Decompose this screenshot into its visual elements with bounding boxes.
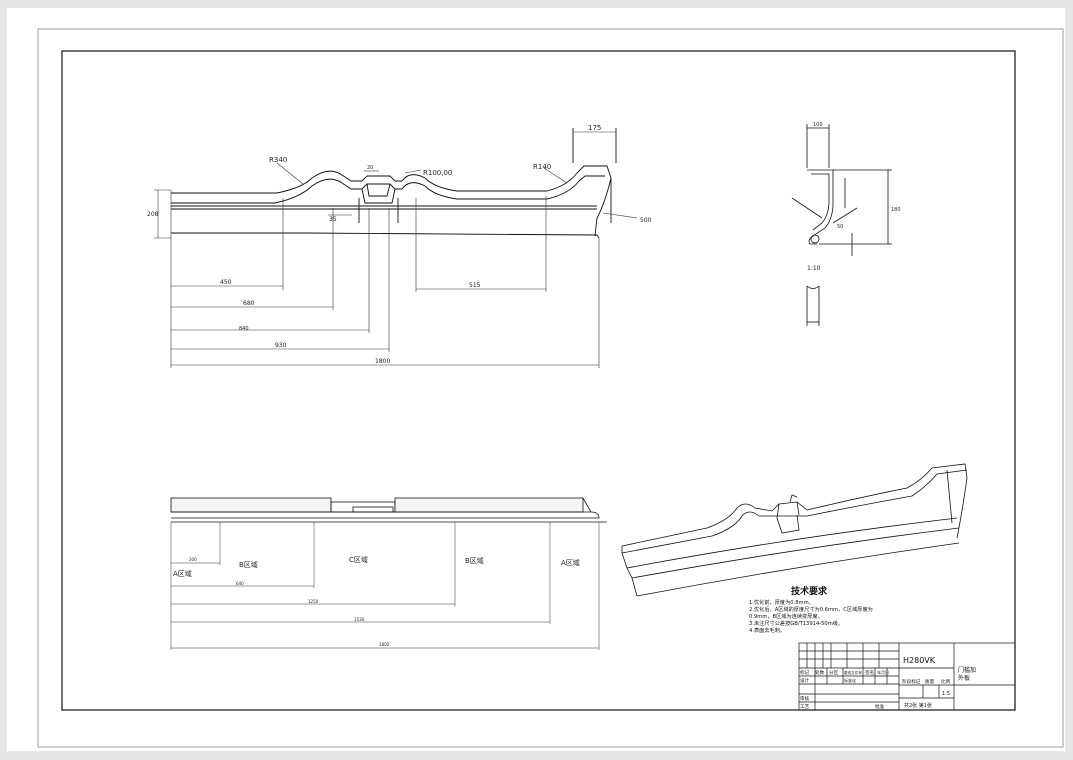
part-name-line-1: 门槛加 — [958, 666, 976, 674]
review-label: 审核 — [800, 695, 810, 702]
dim-840: 840 — [239, 326, 249, 332]
zone-label-c: C区域 — [349, 555, 368, 564]
zone-dim-1: 300 — [189, 557, 197, 562]
drawing-sheet: R340 R100,00 R140 175 208 35 20 500 450 … — [7, 8, 1065, 751]
ratio-label: 比例 — [941, 678, 951, 685]
dim-1800: 1800 — [375, 358, 390, 365]
region-view — [170, 497, 607, 523]
section-dim-small: 50 — [837, 224, 843, 230]
tech-notes-title: 技术要求 — [791, 585, 828, 597]
region-view-dimensions — [170, 522, 600, 650]
side-view-dimensions — [154, 131, 638, 368]
marker-row-6: 年月日 — [877, 669, 889, 675]
stage-label: 阶段标记 — [902, 678, 921, 685]
zone-label-a-right: A区域 — [561, 558, 580, 567]
dim-20: 20 — [367, 165, 373, 171]
marker-row-1: 标记 — [800, 669, 810, 676]
radius-label-r100: R100,00 — [423, 169, 452, 177]
marker-row-5: 签名 — [865, 669, 874, 676]
section-dim-top: 100 — [813, 122, 823, 128]
marker-row-2: 处数 — [815, 669, 825, 676]
tech-note-line-5: 4.表面去毛刺。 — [749, 626, 785, 634]
tech-note-line-2: 2.优化后，A区域的厚度尺寸为0.6mm，C区域厚度为 — [749, 605, 873, 613]
dim-500: 500 — [640, 217, 652, 224]
section-view — [791, 124, 892, 326]
side-view-dimension-labels: R340 R100,00 R140 175 208 35 20 500 450 … — [147, 124, 652, 365]
region-view-labels: A区域 B区域 C区域 B区域 A区域 300 640 1250 1530 18… — [173, 555, 580, 647]
dim-515: 515 — [469, 282, 481, 289]
tech-note-line-4: 3.未注尺寸公差按GB/T13914-50m级。 — [749, 619, 843, 627]
dim-450: 450 — [220, 279, 232, 286]
radius-label-r140: R140 — [533, 163, 551, 171]
title-block-text: H280VK 门槛加 外板 标记 处数 分区 更改文件号 签名 年月日 设计 标… — [800, 656, 976, 710]
standard-label: 标准化 — [844, 677, 856, 683]
dim-175: 175 — [588, 124, 601, 132]
weight-label: 质量 — [925, 678, 935, 685]
approve-label: 批准 — [875, 703, 885, 710]
inner-frame — [61, 50, 1016, 711]
section-view-labels: 100 180 50 1:10 — [807, 122, 901, 272]
design-label: 设计 — [800, 677, 810, 684]
dim-208: 208 — [147, 211, 159, 218]
title-block — [798, 642, 1016, 711]
sheet-info: 共2张 第1张 — [904, 702, 932, 709]
dim-35: 35 — [329, 216, 337, 223]
marker-row-3: 分区 — [829, 669, 839, 676]
process-label: 工艺 — [800, 704, 810, 710]
zone-label-b-left: B区域 — [239, 560, 258, 569]
zone-dim-4: 1530 — [354, 617, 365, 622]
section-scale-label: 1:10 — [807, 265, 821, 272]
zone-label-a-left: A区域 — [173, 569, 192, 578]
technical-requirements: 技术要求 1.优化前，厚度为0.8mm。 2.优化后，A区域的厚度尺寸为0.6m… — [749, 585, 873, 634]
dim-930: 930 — [275, 342, 287, 349]
section-dim-height: 180 — [891, 207, 901, 213]
radius-label-r340: R340 — [269, 156, 287, 164]
part-code: H280VK — [903, 656, 936, 665]
zone-dim-3: 1250 — [308, 599, 319, 604]
zone-label-b-right: B区域 — [465, 556, 484, 565]
tech-note-line-1: 1.优化前，厚度为0.8mm。 — [749, 598, 814, 606]
outer-frame — [37, 28, 1064, 748]
part-name-line-2: 外板 — [958, 674, 970, 682]
dim-680: 680 — [243, 300, 255, 307]
marker-row-4: 更改文件号 — [844, 670, 862, 675]
isometric-view — [621, 463, 968, 597]
scale-value: 1:5 — [942, 691, 950, 697]
engineering-drawing: R340 R100,00 R140 175 208 35 20 500 450 … — [37, 28, 1064, 748]
tech-note-line-3: 0.9mm，B区域为连续变厚度。 — [749, 612, 823, 620]
zone-dim-2: 640 — [236, 581, 244, 586]
zone-dim-5: 1800 — [379, 642, 390, 647]
side-view — [171, 128, 617, 239]
